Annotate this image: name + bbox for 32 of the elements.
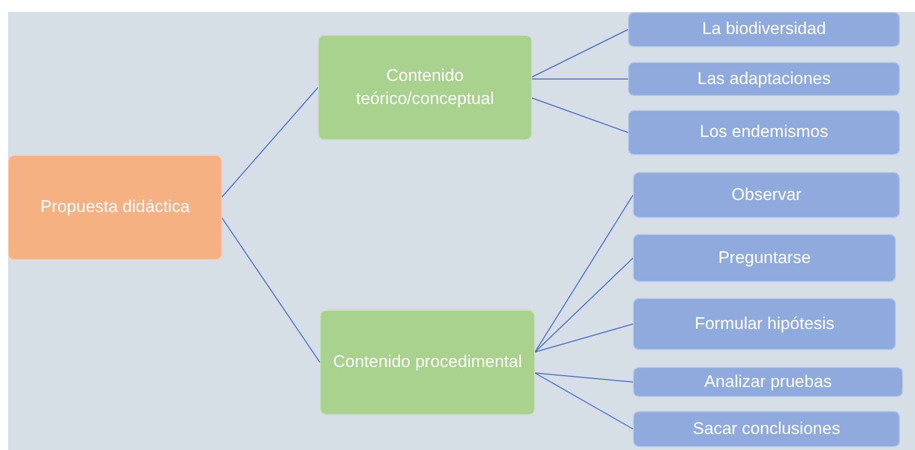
box-label: Formular hipótesis <box>694 312 834 335</box>
topic-box <box>633 298 896 350</box>
connector-line <box>534 258 634 352</box>
box-label: Propuesta didáctica <box>40 196 190 218</box>
topic-box <box>8 155 222 260</box>
box-label: Contenido procedimental <box>333 351 522 374</box>
topic-box <box>633 411 900 447</box>
box-label: Las adaptaciones <box>697 68 831 90</box>
box-label: Analizar pruebas <box>704 370 832 393</box>
box-label: Los endemismos <box>700 121 828 144</box>
connector-line <box>534 372 634 382</box>
connector-line <box>222 218 320 363</box>
box-label: Preguntarse <box>718 246 811 269</box>
box-label: Sacar conclusiones <box>692 418 840 440</box>
box-label: Contenido teórico/conceptual <box>355 64 495 110</box>
topic-box <box>320 310 535 415</box>
box-label: Observar <box>732 184 802 206</box>
topic-box <box>633 367 903 397</box>
connector-line <box>534 324 634 352</box>
topic-box <box>633 172 900 218</box>
connector-line <box>532 78 628 80</box>
topic-box <box>633 234 896 282</box>
connector-line <box>534 194 634 352</box>
connector-line <box>222 87 318 198</box>
box-label: La biodiversidad <box>702 18 826 40</box>
topic-box <box>318 35 532 140</box>
topic-box <box>628 12 900 47</box>
connector-line <box>532 29 628 78</box>
topic-box <box>628 62 900 96</box>
connector-line <box>532 98 628 133</box>
connector-line <box>534 372 634 430</box>
topic-box <box>628 110 900 155</box>
